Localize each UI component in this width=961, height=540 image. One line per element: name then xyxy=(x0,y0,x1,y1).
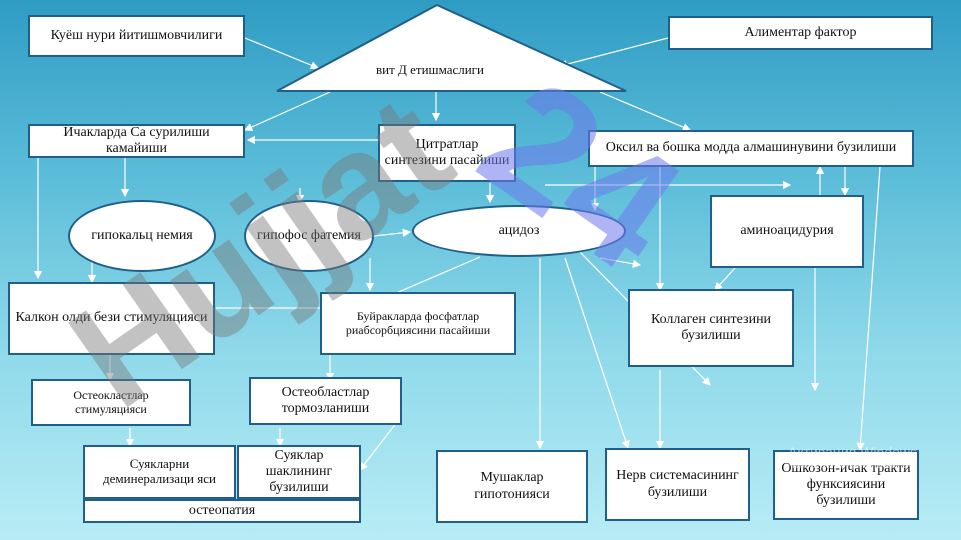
arrow xyxy=(244,37,320,70)
gi-tract-box: Ошкозон-ичак тракти функсиясини бузилиши xyxy=(773,450,919,520)
osteoclast-stimulation-box: Остеокластлар стимуляцияси xyxy=(31,379,191,426)
arrow xyxy=(558,37,669,69)
nervous-system-box: Нерв системасининг бузилиши xyxy=(605,448,750,521)
parathyroid-stimulation-box: Калкон олди бези стимуляцияси xyxy=(8,282,215,355)
acidosis-oval: ацидоз xyxy=(412,205,626,257)
hypocalcemia-oval: гипокальц немия xyxy=(68,200,216,272)
osteoblast-inhibition-box: Остеобластлар тормозланиши xyxy=(249,377,402,425)
arrow xyxy=(599,91,692,132)
intestinal-ca-absorption-box: Ичакларда Са сурилиши камайиши xyxy=(28,124,245,158)
phosphate-reabsorption-box: Буйракларда фосфатлар риабсорбциясини па… xyxy=(320,292,516,355)
bone-formation-box: Суяклар шаклининг бузилиши xyxy=(237,445,361,499)
arrow xyxy=(359,417,401,471)
vit-d-deficiency: вит Д етишмаслиги xyxy=(376,62,484,77)
activation-line: раздел «Параметры». xyxy=(788,471,891,482)
arrow xyxy=(714,267,736,291)
windows-activation-overlay: Активация Windows Чтобы активировать Win… xyxy=(788,444,917,482)
bone-demineralization-box: Суякларни деминерализаци яси xyxy=(83,445,236,499)
sun-light-deficiency-box: Куёш нури йитишмовчилиги xyxy=(28,15,245,57)
vit-d-triangle xyxy=(276,3,627,92)
collagen-synthesis-box: Коллаген синтезини бузилиши xyxy=(628,289,794,367)
muscle-hypotonia-box: Мушаклар гипотонияси xyxy=(436,450,588,523)
aminoaciduria-box: аминоацидурия xyxy=(710,195,864,268)
activation-line: Чтобы активировать Windo xyxy=(788,460,915,471)
arrow xyxy=(243,91,331,131)
arrow xyxy=(564,257,630,450)
citrate-synthesis-box: Цитратлар синтезини пасайиши xyxy=(378,124,516,182)
hypophosphatemia-oval: гипофос фатемия xyxy=(244,200,374,272)
activation-title: Активация Windows xyxy=(788,444,918,460)
arrow xyxy=(856,166,881,452)
osteopathy-box: остеопатия xyxy=(83,499,361,523)
protein-metabolism-box: Оксил ва бошка модда алмашинувини бузили… xyxy=(588,130,914,167)
alimentary-factor-box: Алиментар фактор xyxy=(668,16,933,50)
arrow xyxy=(599,257,642,268)
